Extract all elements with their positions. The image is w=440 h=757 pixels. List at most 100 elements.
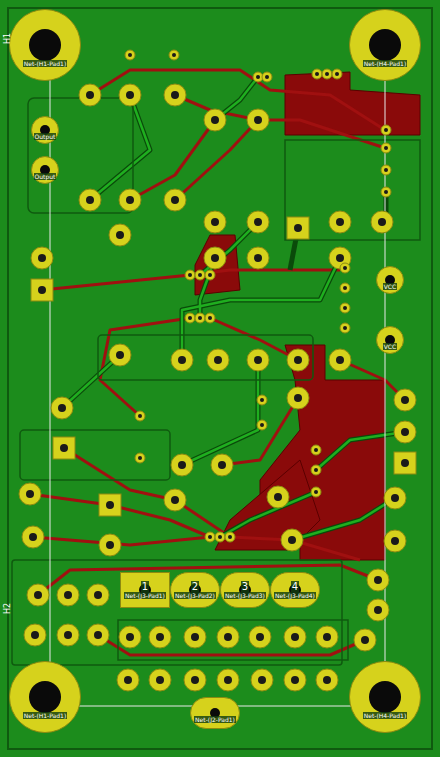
through-hole-pad: [87, 624, 109, 646]
net-label: VCC: [383, 283, 397, 290]
drill-hole: [126, 633, 134, 641]
drill-hole: [314, 448, 318, 452]
drill-hole: [343, 286, 347, 290]
drill-hole: [274, 493, 282, 501]
through-hole-pad: [247, 109, 269, 131]
net-label: Output: [34, 173, 57, 180]
drill-hole: [336, 356, 344, 364]
drill-hole: [191, 676, 199, 684]
drill-hole: [254, 116, 262, 124]
drill-hole: [94, 591, 102, 599]
drill-hole: [156, 633, 164, 641]
drill-hole: [124, 676, 132, 684]
through-hole-pad: [149, 669, 171, 691]
drill-hole: [323, 676, 331, 684]
through-hole-pad: [371, 211, 393, 233]
through-hole-pad: [99, 534, 121, 556]
drill-hole: [94, 631, 102, 639]
through-hole-pad: [316, 626, 338, 648]
drill-hole: [384, 168, 388, 172]
via-pad: [195, 313, 205, 323]
drill-hole: [86, 91, 94, 99]
drill-hole: [256, 633, 264, 641]
connector-pad: 1Net-(J3-Pad1): [120, 572, 170, 608]
via-pad: [381, 165, 391, 175]
drill-hole: [369, 29, 401, 61]
drill-hole: [224, 633, 232, 641]
via-pad: [340, 263, 350, 273]
drill-hole: [218, 461, 226, 469]
via-pad: [322, 69, 332, 79]
pad-circle: Output: [31, 116, 59, 144]
through-hole-pad: [329, 211, 351, 233]
drill-hole: [116, 351, 124, 359]
drill-hole: [265, 75, 269, 79]
through-hole-pad: [117, 669, 139, 691]
via-pad: [381, 187, 391, 197]
through-hole-pad: [284, 626, 306, 648]
drill-hole: [384, 190, 388, 194]
drill-hole: [294, 224, 302, 232]
drill-hole: [401, 459, 409, 467]
through-hole-pad: [281, 529, 303, 551]
drill-hole: [254, 254, 262, 262]
drill-hole: [343, 306, 347, 310]
drill-hole: [29, 681, 61, 713]
through-hole-pad: [119, 626, 141, 648]
drill-hole: [291, 676, 299, 684]
through-hole-pad: [394, 389, 416, 411]
drill-hole: [26, 490, 34, 498]
reference-designator: H1: [3, 33, 12, 44]
drill-hole: [211, 254, 219, 262]
pad-circle: VCC: [376, 266, 404, 294]
drill-hole: [369, 681, 401, 713]
via-pad: [312, 69, 322, 79]
drill-hole: [294, 356, 302, 364]
via-pad: [225, 532, 235, 542]
through-hole-pad: [164, 189, 186, 211]
through-hole-pad: [164, 489, 186, 511]
through-hole-pad: [184, 626, 206, 648]
through-hole-pad: [171, 454, 193, 476]
via-pad: [125, 50, 135, 60]
through-hole-pad: [207, 349, 229, 371]
through-hole-pad: [109, 344, 131, 366]
drill-hole: [138, 414, 142, 418]
through-hole-pad: [171, 349, 193, 371]
via-pad: [215, 532, 225, 542]
through-hole-pad: [217, 626, 239, 648]
drill-hole: [335, 72, 339, 76]
square-pad: [287, 217, 309, 239]
drill-hole: [325, 72, 329, 76]
drill-hole: [228, 535, 232, 539]
through-hole-pad: [22, 526, 44, 548]
drill-hole: [106, 541, 114, 549]
through-hole-pad: [31, 247, 53, 269]
drill-hole: [208, 535, 212, 539]
via-pad: [257, 420, 267, 430]
drill-hole: [198, 316, 202, 320]
square-pad: [99, 494, 121, 516]
via-pad: [262, 72, 272, 82]
drill-hole: [38, 286, 46, 294]
drill-hole: [291, 633, 299, 641]
drill-hole: [336, 218, 344, 226]
through-hole-pad: [204, 247, 226, 269]
via-pad: [257, 395, 267, 405]
net-label: Net-(H4-Pad1): [363, 60, 408, 67]
drill-hole: [378, 218, 386, 226]
via-pad: [332, 69, 342, 79]
drill-hole: [214, 356, 222, 364]
through-hole-pad: [51, 397, 73, 419]
net-label: Net-(J3-Pad1): [124, 592, 166, 599]
drill-hole: [314, 468, 318, 472]
drill-hole: [198, 273, 202, 277]
through-hole-pad: [394, 421, 416, 443]
through-hole-pad: [284, 669, 306, 691]
pad-circle: VCC: [376, 326, 404, 354]
via-pad: [340, 323, 350, 333]
through-hole-pad: [251, 669, 273, 691]
through-hole-pad: [354, 629, 376, 651]
drill-hole: [224, 676, 232, 684]
through-hole-pad: [267, 486, 289, 508]
